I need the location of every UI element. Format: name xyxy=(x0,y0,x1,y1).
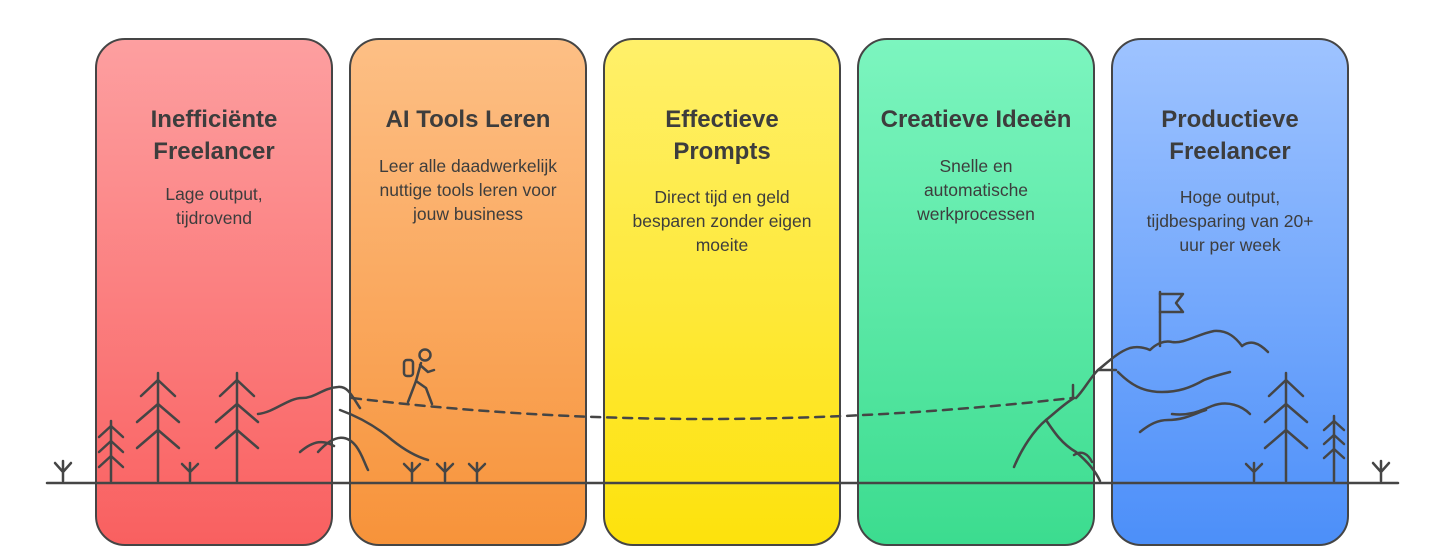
grass-sprout-icon xyxy=(53,459,73,483)
pine-tree-icon xyxy=(135,371,181,483)
stage-panel-productive-freelancer: Productieve Freelancer Hoge output, tijd… xyxy=(1111,38,1349,546)
stage-desc-line: Lage output, xyxy=(165,184,263,204)
stage-desc-line: tijdrovend xyxy=(176,208,252,228)
stage-panel-effective-prompts: Effectieve Prompts Direct tijd en geld b… xyxy=(603,38,841,546)
stage-desc-line: jouw business xyxy=(413,204,523,224)
stage-title-line1: Productieve xyxy=(1161,106,1299,133)
stage-panel-inefficient-freelancer: Inefficiënte Freelancer Lage output, tij… xyxy=(95,38,333,546)
stage-desc-line: Hoge output, xyxy=(1179,187,1281,207)
stage-desc-line: automatische xyxy=(923,180,1029,200)
stage-title-line1: AI Tools Leren xyxy=(385,106,551,133)
hiker-icon xyxy=(402,348,436,406)
hill-icon xyxy=(256,385,430,472)
grass-sprout-icon xyxy=(180,461,200,483)
stage-desc-line: Leer alle daadwerkelijk xyxy=(378,156,558,176)
stage-desc-line: Direct tijd en geld xyxy=(654,187,790,207)
stage-panel-ai-tools: AI Tools Leren Leer alle daadwerkelijk n… xyxy=(349,38,587,546)
pine-tree-icon xyxy=(1322,414,1346,483)
stage-title-line1: Creatieve Ideeën xyxy=(880,106,1072,133)
stage-panel-creative-ideas: Creatieve Ideeën Snelle en automatische … xyxy=(857,38,1095,546)
stage-desc-line: nuttige tools leren voor xyxy=(379,180,557,200)
stage-title-line2: Freelancer xyxy=(1169,138,1291,165)
dashed-path-icon xyxy=(350,396,1074,421)
grass-sprout-icon xyxy=(467,461,487,483)
grass-sprout-icon xyxy=(1244,461,1264,483)
stage-desc-line: moeite xyxy=(695,235,749,255)
stage-desc-line: tijdbesparing van 20+ xyxy=(1146,211,1314,231)
pine-tree-icon xyxy=(1263,371,1309,483)
mountain-icon xyxy=(1012,368,1118,483)
stage-title-line1: Inefficiënte xyxy=(150,106,278,133)
mountain-icon xyxy=(1096,329,1270,434)
pine-tree-icon xyxy=(214,371,260,483)
grass-sprout-icon xyxy=(435,461,455,483)
stage-desc-line: besparen zonder eigen xyxy=(632,211,812,231)
pine-tree-icon xyxy=(97,419,125,483)
summit-flag-icon xyxy=(1158,290,1185,348)
stage-title-line2: Prompts xyxy=(673,138,771,165)
stage-desc-line: werkprocessen xyxy=(917,204,1035,224)
grass-sprout-icon xyxy=(1371,459,1391,483)
grass-sprout-icon xyxy=(402,461,422,483)
stage-desc-line: uur per week xyxy=(1179,235,1281,255)
stage-title-line2: Freelancer xyxy=(153,138,275,165)
stage-desc-line: Snelle en xyxy=(939,156,1013,176)
stage-title-line1: Effectieve xyxy=(665,106,779,133)
